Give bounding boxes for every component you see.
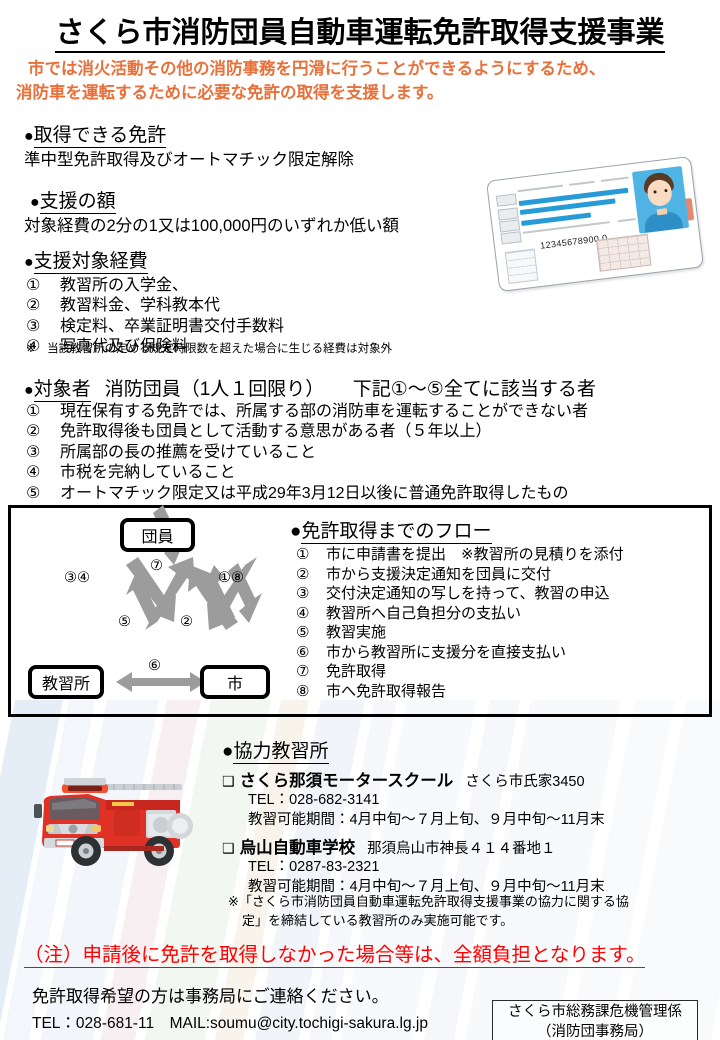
school-tel-value: 0287-83-2321 [289, 859, 380, 876]
subtitle-line-2: 消防車を運転するために必要な免許の取得を支援します。 [16, 83, 444, 102]
license-card-illustration: 12345678900 0 [485, 155, 705, 293]
arrow-down-right [188, 565, 238, 630]
arrow-member-to-school [126, 565, 160, 625]
warning-notice: （注）申請後に免許を取得しなかった場合等は、全額負担となります。 [24, 938, 646, 968]
school-address: さくら市氏家3450 [465, 774, 585, 790]
school-period-row: 教習可能期間：4月中旬〜７月上旬、９月中旬〜11月末 [248, 811, 605, 828]
flow-node-school: 教習所 [28, 665, 104, 699]
flow-node-city: 市 [200, 665, 270, 699]
page-subtitle: 市では消火活動その他の消防事務を円滑に行うことができるようにするため、 消防車を… [16, 58, 708, 106]
bullet-icon: ● [222, 741, 234, 762]
note-eligible-expenses: ※ 当該教習所の定める規定時限数を超えた場合に生じる経費は対象外 [26, 343, 393, 355]
arrow-label-school-city: ⑥ [148, 658, 161, 674]
bullet-icon: ● [24, 254, 34, 271]
square-bullet-icon: ❑ [222, 840, 235, 857]
school-period-value: 4月中旬〜７月上旬、９月中旬〜11月末 [349, 811, 605, 828]
square-bullet-icon: ❑ [222, 773, 235, 789]
arrow-school-city [116, 672, 206, 692]
bullet-icon: ● [24, 128, 34, 145]
section-heading-eligibility-rest: 消防団員（1人１回限り） 下記①〜⑤全てに該当する者 [104, 379, 596, 400]
contact-block: 免許取得希望の方は事務局にご連絡ください。 TEL：028-681-11 MAI… [32, 982, 428, 1033]
school-name-row: ❑さくら那須モータースクールさくら市氏家3450 [222, 772, 585, 790]
schools-disclaimer: ※「さくら市消防団員自動車運転免許取得支援事業の協力に関する協 定」を締結してい… [228, 893, 698, 931]
school-tel-value: 028-682-3141 [289, 792, 380, 808]
disclaimer-line-2: 定」を締結している教習所のみ実施可能です。 [242, 912, 514, 928]
section-heading-support-amount: ●支援の額 [30, 191, 116, 214]
flow-arrows-diagonal [126, 557, 257, 630]
section-heading-schools: ●協力教習所 [222, 741, 329, 764]
office-box: さくら市総務課危機管理係 （消防団事務局） [492, 1000, 698, 1040]
contact-line-2: TEL：028-681-11 MAIL:soumu@city.tochigi-s… [32, 1015, 428, 1032]
school-tel-row: TEL：028-682-3141 [248, 792, 380, 808]
bullet-icon: ● [30, 194, 40, 211]
office-line-2: （消防団事務局） [537, 1024, 653, 1040]
section-heading-eligible-expenses: ●支援対象経費 [24, 251, 148, 274]
subtitle-line-1: 市では消火活動その他の消防事務を円滑に行うことができるようにするため、 [28, 60, 606, 78]
fire-truck-illustration [34, 778, 193, 866]
school-tel-row: TEL：0287-83-2321 [248, 859, 380, 876]
bullet-icon: ● [290, 521, 302, 542]
section-body-license-types: 準中型免許取得及びオートマチック限定解除 [24, 151, 354, 169]
flow-node-member: 団員 [120, 518, 195, 552]
cooperating-schools-section: ●協力教習所 ❑さくら那須モータースクールさくら市氏家3450 TEL：028-… [222, 736, 605, 897]
arrow-label-member-to-city: ② [180, 614, 193, 630]
page-title-text: さくら市消防団員自動車運転免許取得支援事業 [55, 17, 665, 53]
school-address: 那須烏山市神長４１４番地１ [367, 841, 556, 858]
license-photo [631, 166, 690, 234]
section-heading-license-types: ●取得できる免許 [24, 125, 167, 148]
arrow-label-school-to-member: ⑤ [118, 614, 131, 630]
arrow-label-member-to-school: ③④ [64, 570, 90, 586]
flow-heading: ●免許取得までのフロー [290, 521, 492, 544]
bullet-icon: ● [24, 382, 34, 399]
school-name-row: ❑烏山自動車学校那須烏山市神長４１４番地１ [222, 839, 556, 858]
arrow-up-right [145, 557, 195, 630]
page-title: さくら市消防団員自動車運転免許取得支援事業 [0, 17, 720, 53]
warning-notice-text: （注）申請後に免許を取得しなかった場合等は、全額負担となります。 [24, 944, 646, 968]
office-line-1: さくら市総務課危機管理係 [508, 1004, 682, 1021]
contact-line-1: 免許取得希望の方は事務局にご連絡ください。 [32, 987, 389, 1006]
arrow-label-member-top: ⑦ [150, 558, 163, 574]
arrow-label-city-to-member: ①⑧ [218, 570, 244, 586]
section-heading-eligibility: ●対象者消防団員（1人１回限り） 下記①〜⑤全てに該当する者 [24, 379, 596, 402]
disclaimer-line-1: ※「さくら市消防団員自動車運転免許取得支援事業の協力に関する協 [228, 894, 629, 909]
section-body-support-amount: 対象経費の2分の1又は100,000円のいずれか低い額 [24, 217, 399, 235]
